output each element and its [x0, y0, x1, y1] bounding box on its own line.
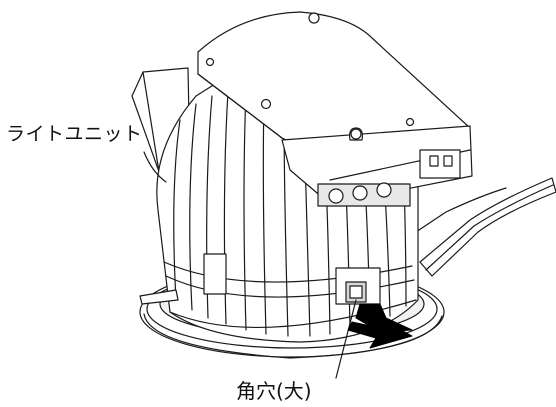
- mounting-clips: [139, 253, 381, 305]
- square-hole-leader: [335, 299, 357, 379]
- light-unit-leader: [143, 151, 167, 183]
- ribbon-cable: [403, 177, 556, 277]
- label-light-unit: ライトユニット: [6, 123, 143, 145]
- label-square-hole: 角穴(大): [236, 379, 312, 403]
- insertion-arrow-icon: [347, 303, 413, 349]
- terminal-block: [281, 125, 473, 207]
